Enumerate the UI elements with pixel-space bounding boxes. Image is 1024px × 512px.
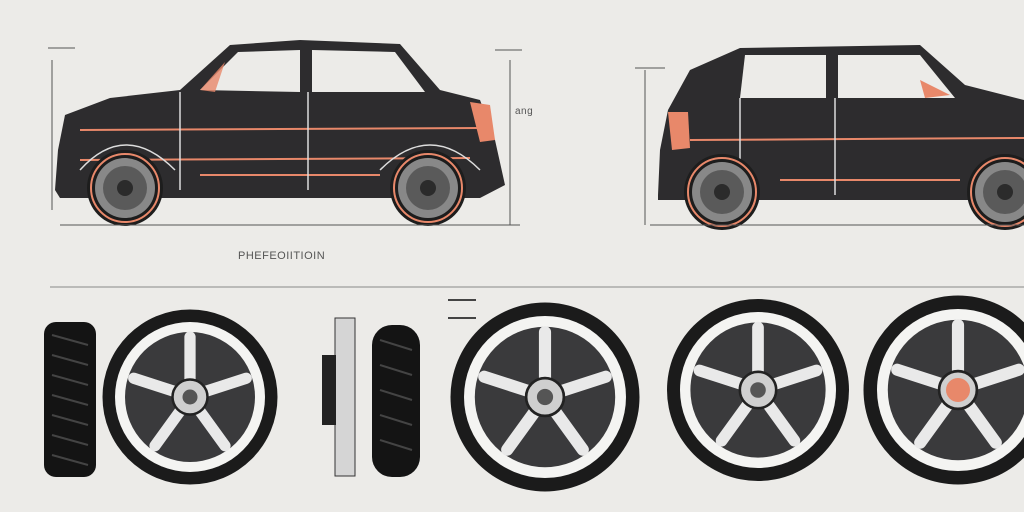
wheels-row bbox=[44, 296, 1024, 492]
side-label: ang bbox=[515, 106, 534, 117]
car-right bbox=[635, 45, 1024, 231]
equals-mark bbox=[448, 299, 476, 319]
caption-text: PHEFEOIITIOIN bbox=[238, 250, 326, 262]
car-left bbox=[48, 40, 522, 227]
